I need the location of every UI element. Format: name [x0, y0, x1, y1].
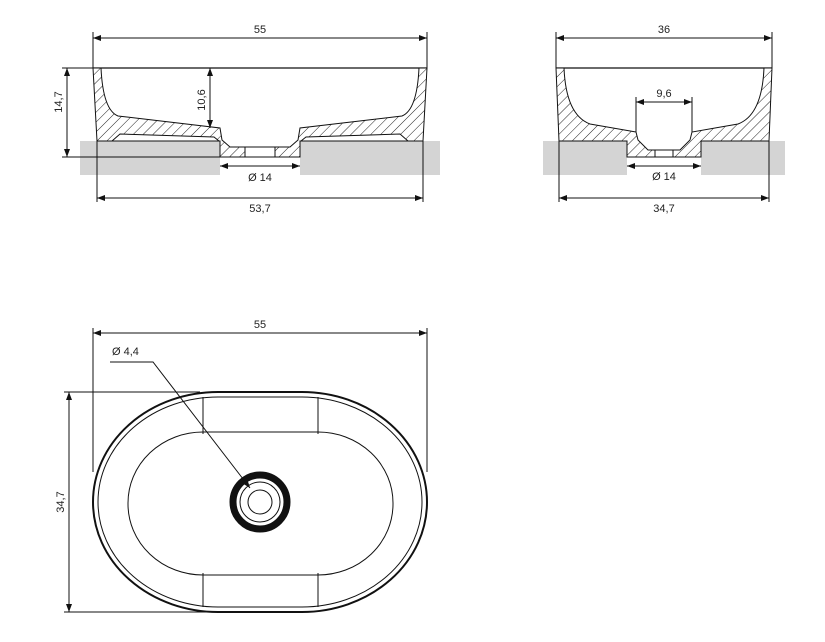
dim-width-bottom: 53,7: [249, 203, 270, 215]
dim-drain-diameter: Ø 14: [652, 171, 676, 183]
drain-ring: [229, 471, 291, 533]
drain-icon: [247, 489, 273, 515]
underside-gap: [110, 133, 410, 142]
front-section-view: 55 14,7 10,6 Ø 14 53,7: [53, 24, 440, 215]
dim-width-top: 36: [658, 24, 670, 36]
dim-width-top: 55: [254, 24, 266, 36]
dim-drain-diameter: Ø 14: [248, 172, 272, 184]
countertop-left: [80, 141, 220, 175]
countertop-right: [701, 141, 785, 175]
basin-wall-right: [672, 67, 773, 158]
top-plan-view: Ø 4,4 55 34,7: [55, 319, 428, 613]
basin-bowl-outline: [127, 431, 394, 576]
dim-width-bottom: 34,7: [653, 203, 674, 215]
drain-hole: [244, 146, 276, 158]
dim-overflow-diameter: Ø 4,4: [112, 346, 139, 358]
countertop-left: [543, 141, 627, 175]
dim-drain-top: 9,6: [656, 88, 671, 100]
dim-depth: 34,7: [55, 491, 67, 512]
basin-wall-left: [555, 67, 656, 158]
side-section-view: 36 9,6 Ø 14 34,7: [543, 24, 785, 215]
basin-rim-inner: [97, 396, 423, 608]
dim-height-total: 14,7: [53, 91, 65, 112]
dim-width: 55: [254, 319, 266, 331]
countertop-right: [300, 141, 440, 175]
dim-depth-inner: 10,6: [196, 89, 208, 110]
